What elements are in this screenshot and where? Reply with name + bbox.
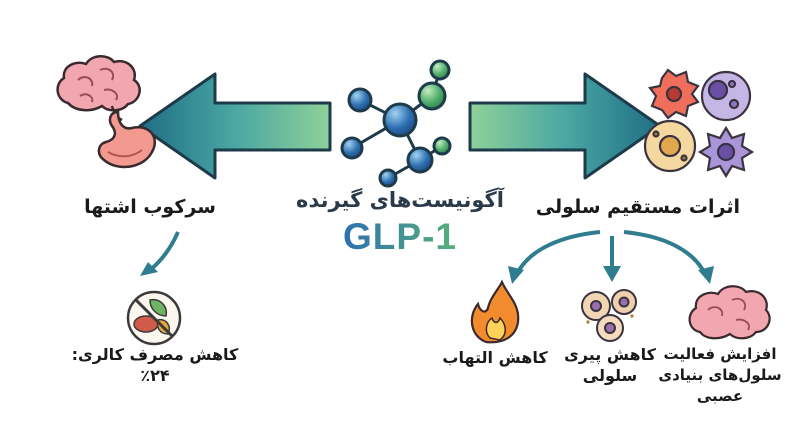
appetite-title: سرکوب اشتها bbox=[84, 196, 216, 218]
arrows-to-effects bbox=[516, 230, 706, 274]
senescence-label: کاهش پیری سلولی bbox=[564, 345, 656, 385]
arrow-to-calorie bbox=[140, 231, 180, 276]
brain-icon bbox=[56, 55, 141, 122]
cells-icon bbox=[643, 68, 755, 179]
right-big-arrow bbox=[468, 72, 662, 180]
drug-name: GLP-1 bbox=[343, 216, 457, 257]
senescent-cells-icon bbox=[581, 289, 637, 342]
calorie-reduction-label: کاهش مصرف کالری: ۲۴٪ bbox=[71, 345, 239, 385]
stomach-icon bbox=[97, 110, 157, 169]
center-title: آگونیست‌های گیرنده bbox=[296, 188, 504, 212]
neural-stem-label: افزایش فعالیت سلول‌های بنیادی عصبی bbox=[658, 345, 782, 405]
inflammation-label: کاهش التهاب bbox=[442, 348, 548, 367]
brain-neuron-icon bbox=[688, 285, 771, 340]
cellular-effects-title: اثرات مستقیم سلولی bbox=[535, 196, 740, 218]
flame-icon bbox=[470, 279, 520, 344]
left-big-arrow bbox=[138, 72, 332, 180]
arrowheads-effects bbox=[508, 266, 714, 284]
molecule-icon bbox=[340, 59, 452, 188]
no-food-icon bbox=[126, 290, 182, 346]
